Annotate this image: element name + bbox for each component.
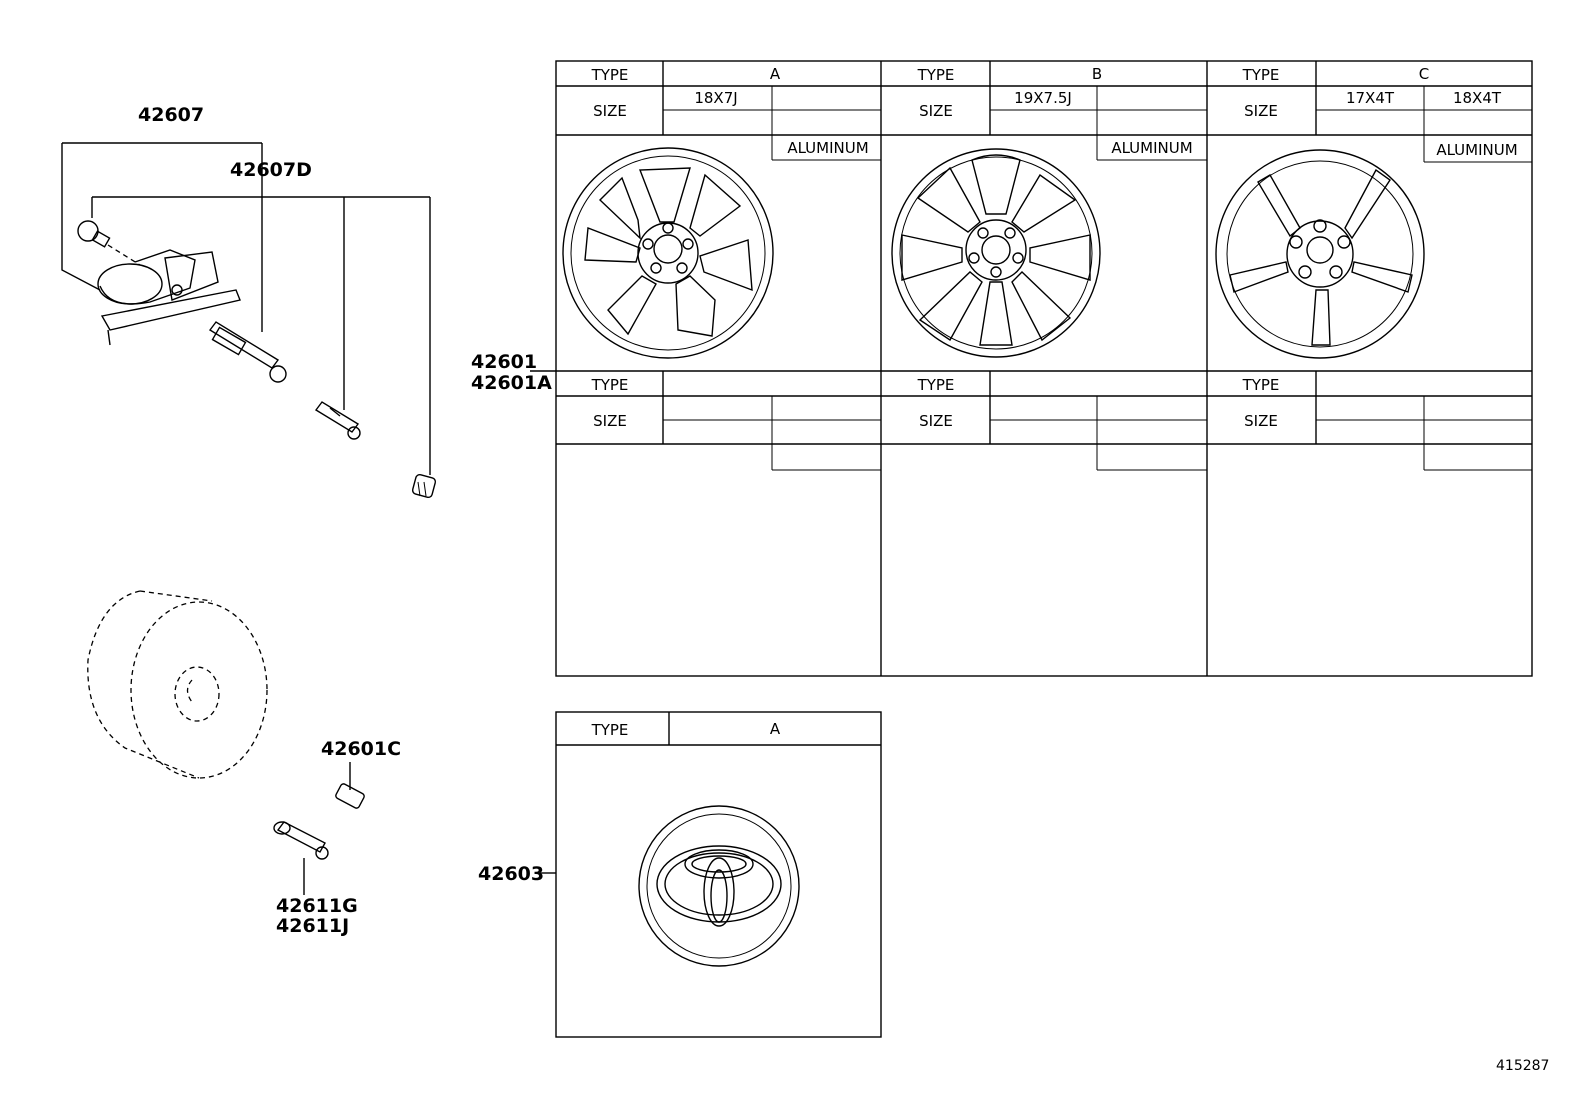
material-b: ALUMINUM [1111, 139, 1192, 157]
type-label-lower-3: TYPE [1242, 376, 1280, 394]
part-label-42611J: 42611J [276, 915, 349, 937]
size-label-a: SIZE [593, 102, 627, 120]
size-label-b: SIZE [919, 102, 953, 120]
wheel-c-icon [1215, 149, 1425, 359]
material-a: ALUMINUM [787, 139, 868, 157]
size-label-lower-1: SIZE [593, 412, 627, 430]
part-label-42607: 42607 [138, 104, 204, 126]
size-value-a-1: 18X7J [694, 89, 737, 107]
wheel-b-icon [891, 148, 1101, 358]
part-label-42603: 42603 [478, 863, 544, 885]
type-label-lower-2: TYPE [917, 376, 955, 394]
tpms-sensor-icon [97, 249, 241, 346]
size-value-c-2: 18X4T [1453, 89, 1502, 107]
part-label-42601A: 42601A [471, 372, 552, 394]
size-label-c: SIZE [1244, 102, 1278, 120]
wheel-a-icon [562, 147, 774, 359]
cap-type-label: TYPE [591, 721, 629, 739]
valve-cap-icon [411, 473, 437, 499]
type-label-b: TYPE [917, 66, 955, 84]
valve-stem-icon [208, 321, 287, 383]
material-c: ALUMINUM [1436, 141, 1517, 159]
figure-id: 415287 [1496, 1058, 1549, 1074]
leader-42607 [61, 142, 263, 332]
type-label-a: TYPE [591, 66, 629, 84]
type-label-lower-1: TYPE [591, 376, 629, 394]
center-cap-logo-icon [638, 805, 800, 967]
part-label-42611G: 42611G [276, 895, 358, 917]
part-label-42601: 42601 [471, 351, 537, 373]
size-label-lower-2: SIZE [919, 412, 953, 430]
type-label-c: TYPE [1242, 66, 1280, 84]
snap-in-valve-icon [273, 821, 329, 860]
valve-parts-lower: 42601C 42611G 42611J [273, 738, 401, 937]
size-value-b-1: 19X7.5J [1014, 89, 1072, 107]
part-label-42601C: 42601C [321, 738, 401, 760]
size-value-c-1: 17X4T [1346, 89, 1395, 107]
size-label-lower-3: SIZE [1244, 412, 1278, 430]
tpms-parts-group: 42607 42607D [61, 104, 437, 499]
type-value-b: B [1092, 65, 1102, 83]
valve-nut-icon [335, 783, 365, 809]
type-value-a: A [770, 65, 781, 83]
cap-type-value: A [770, 720, 781, 738]
tire-icon [87, 590, 268, 779]
leader-42607D [91, 196, 431, 475]
type-value-c: C [1419, 65, 1429, 83]
valve-core-icon [314, 401, 361, 440]
wheel-table: 42601 42601A TYPE A SIZE 18X7J ALUMINUM [471, 60, 1533, 677]
part-label-42607D: 42607D [230, 159, 312, 181]
sensor-screw-icon [77, 220, 141, 266]
cap-table: 42603 TYPE A [478, 711, 882, 1038]
